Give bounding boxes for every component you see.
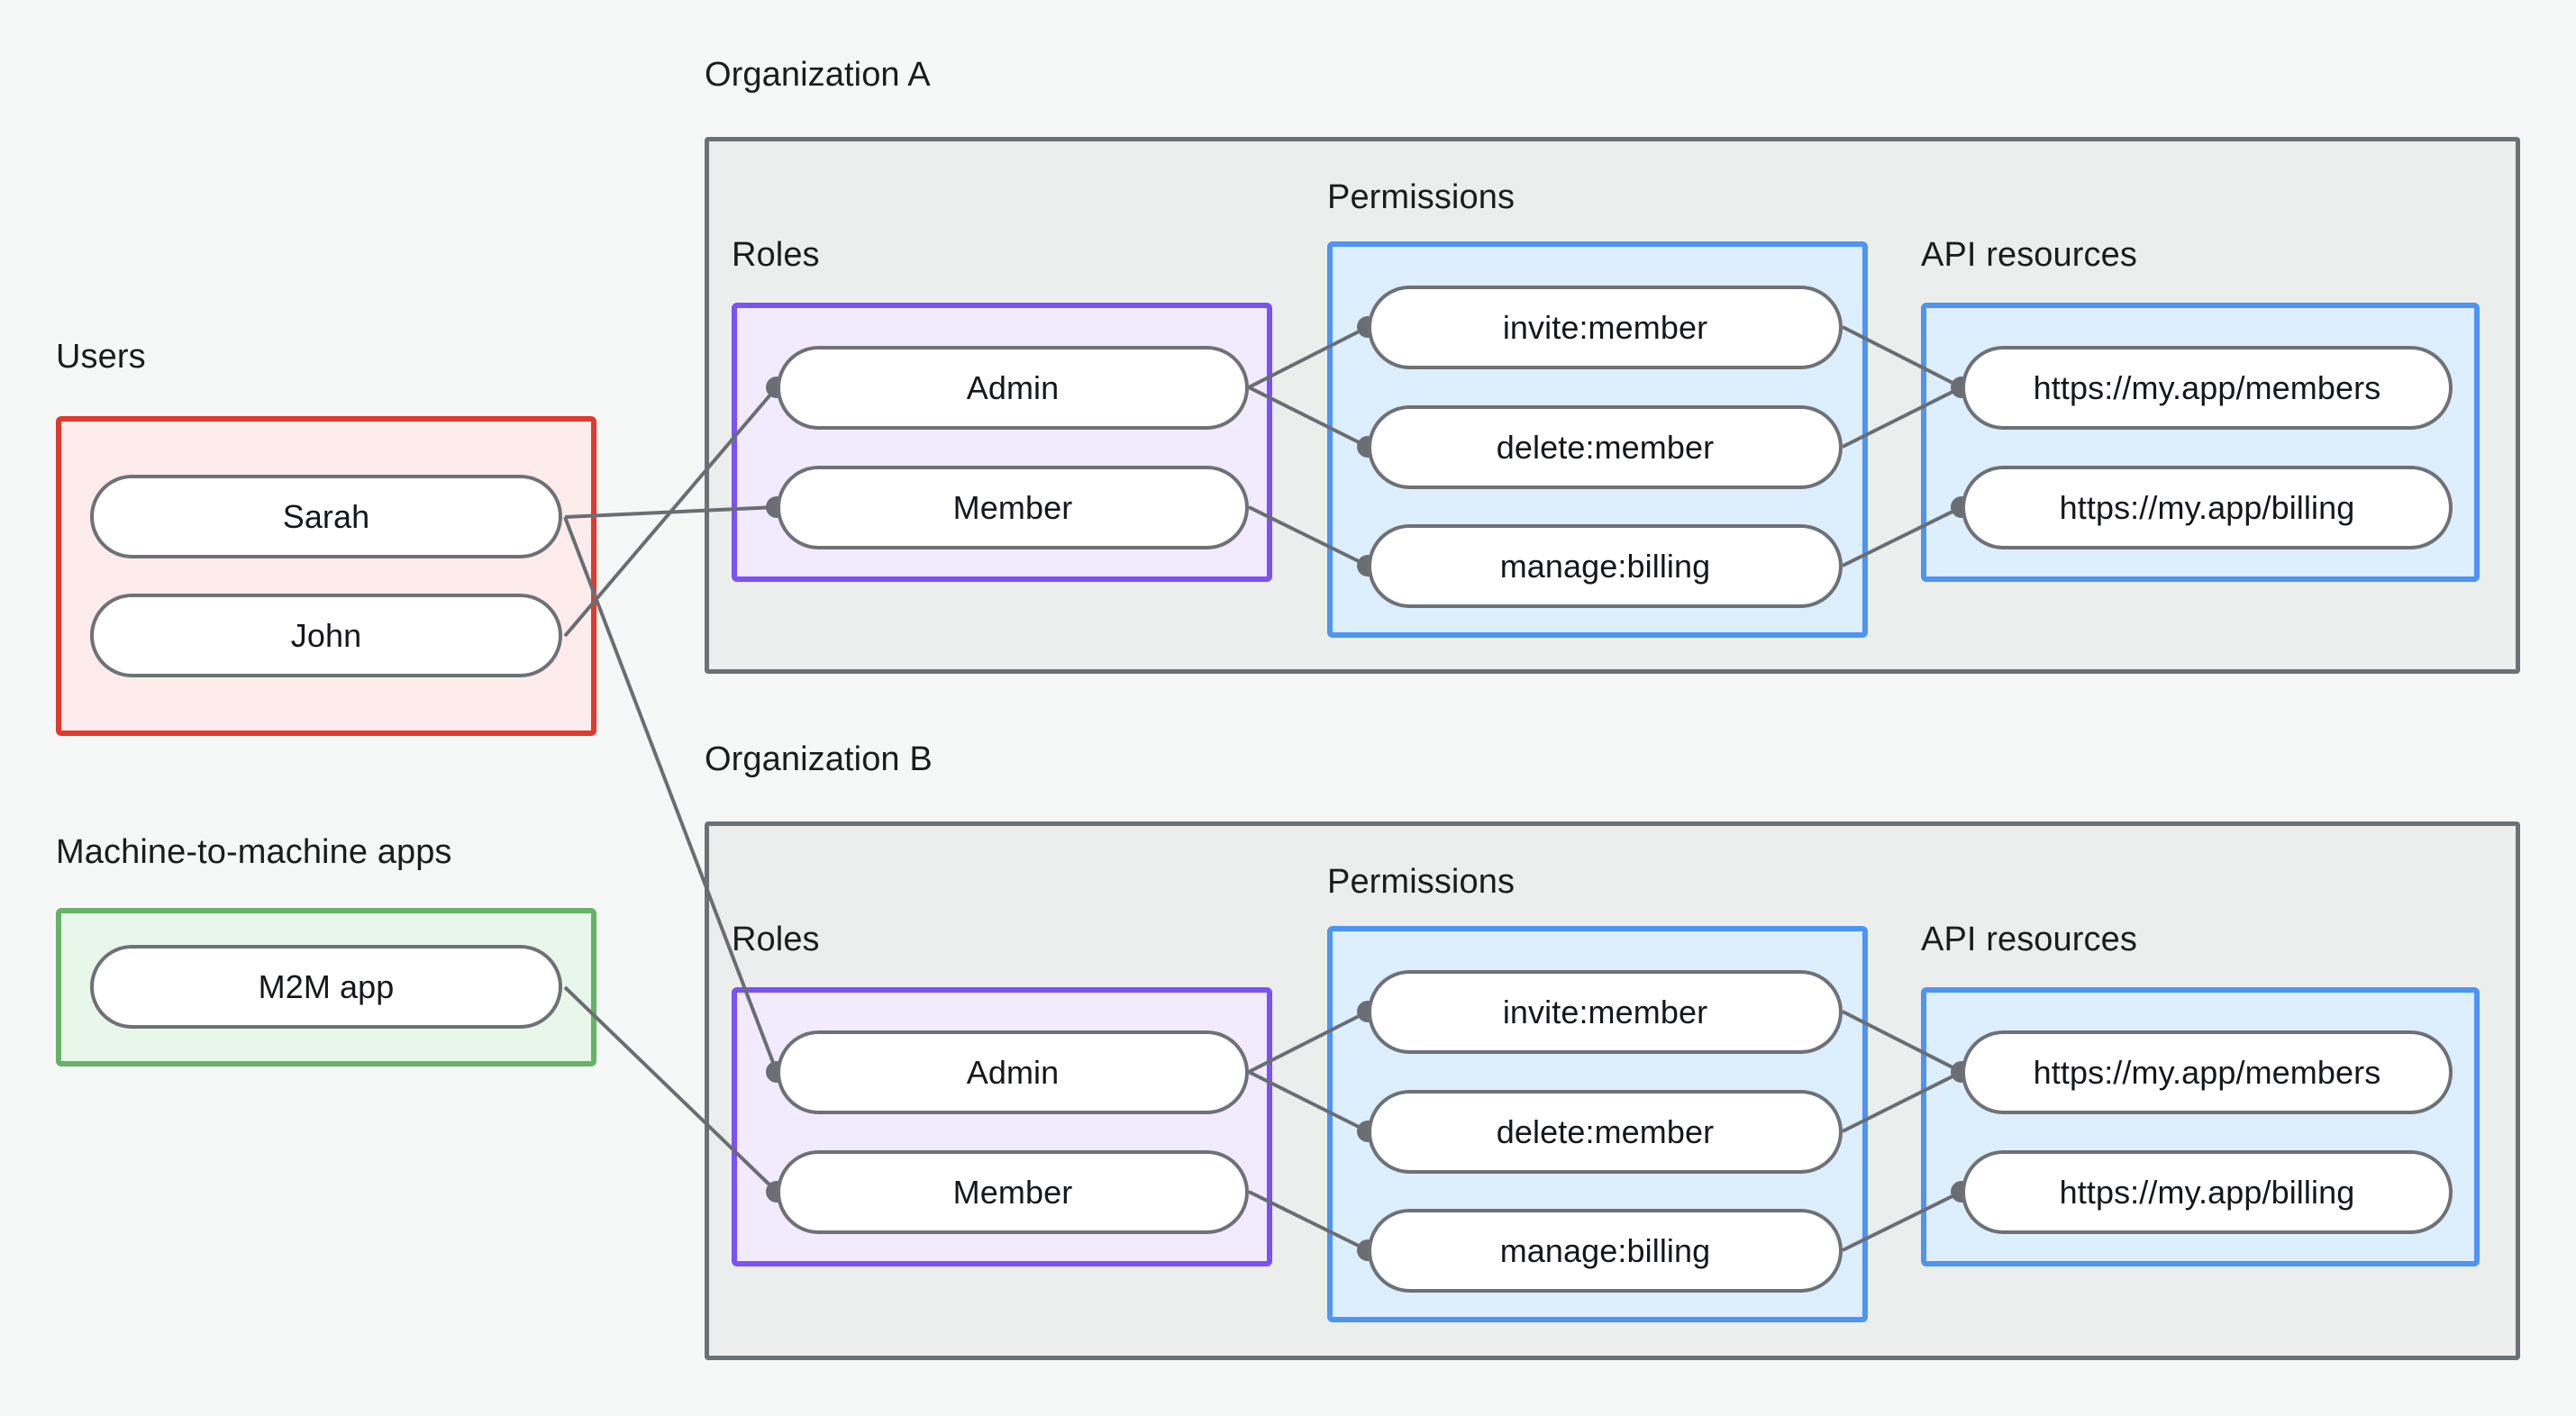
org-b-role-pill-admin[interactable]: Admin [777, 1030, 1249, 1114]
org-a-role-pill-admin[interactable]: Admin [777, 346, 1249, 430]
org-a-label: Organization A [705, 56, 931, 94]
org-a-permissions-label: Permissions [1327, 178, 1516, 216]
org-a-permission-pill-manage-billing[interactable]: manage:billing [1368, 524, 1843, 608]
org-b-permissions-label: Permissions [1327, 863, 1516, 901]
user-pill-sarah[interactable]: Sarah [90, 475, 562, 558]
m2m-group-label: Machine-to-machine apps [56, 833, 452, 871]
org-a-api-resources-label: API resources [1921, 236, 2137, 274]
org-b-roles-label: Roles [732, 921, 820, 958]
org-b-api-resources-label: API resources [1921, 921, 2137, 958]
org-a-roles-label: Roles [732, 236, 820, 274]
org-b-role-pill-member[interactable]: Member [777, 1150, 1249, 1234]
org-b-permission-pill-delete-member[interactable]: delete:member [1368, 1090, 1843, 1174]
org-a-permission-pill-invite-member[interactable]: invite:member [1368, 286, 1843, 369]
m2m-pill-app[interactable]: M2M app [90, 945, 562, 1029]
org-b-api-resource-pill-billing[interactable]: https://my.app/billing [1962, 1150, 2453, 1234]
org-b-permission-pill-invite-member[interactable]: invite:member [1368, 970, 1843, 1054]
users-group-box [56, 416, 596, 736]
users-group-label: Users [56, 338, 146, 376]
org-b-label: Organization B [705, 740, 933, 778]
org-b-api-resource-pill-members[interactable]: https://my.app/members [1962, 1030, 2453, 1114]
org-b-permission-pill-manage-billing[interactable]: manage:billing [1368, 1209, 1843, 1293]
org-a-permission-pill-delete-member[interactable]: delete:member [1368, 405, 1843, 489]
org-a-api-resource-pill-members[interactable]: https://my.app/members [1962, 346, 2453, 430]
user-pill-john[interactable]: John [90, 594, 562, 677]
org-a-role-pill-member[interactable]: Member [777, 466, 1249, 549]
org-a-api-resource-pill-billing[interactable]: https://my.app/billing [1962, 466, 2453, 549]
